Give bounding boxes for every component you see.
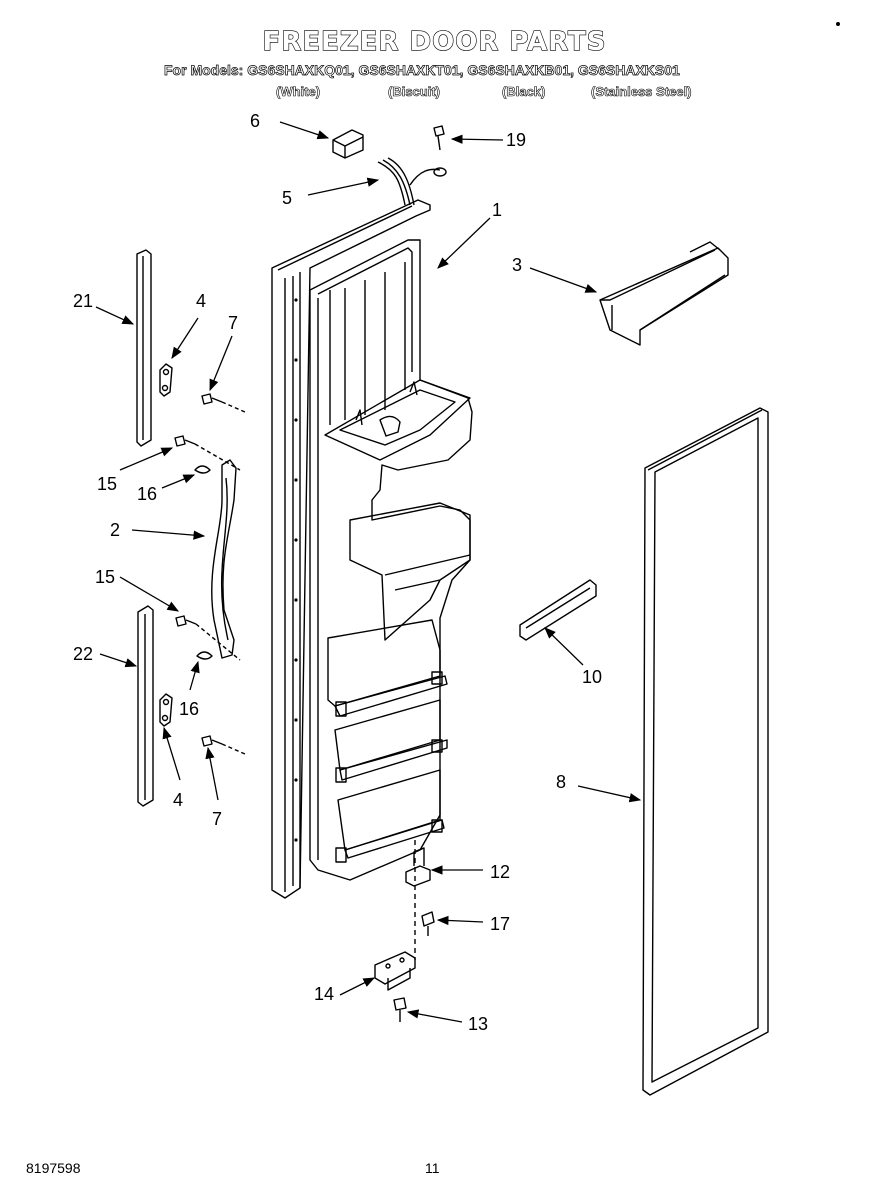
callout-10: 10 — [582, 667, 602, 687]
models-line: For Models: GS6SHAXKQ01, GS6SHAXKT01, GS… — [164, 62, 681, 79]
callout-16-upper: 16 — [137, 484, 157, 504]
page-number: 11 — [425, 1160, 440, 1176]
callout-4-lower: 4 — [173, 790, 183, 810]
callout-15-lower: 15 — [95, 567, 115, 587]
callout-7-lower: 7 — [212, 809, 222, 829]
document-number: 8197598 — [26, 1160, 81, 1176]
callout-6: 6 — [250, 111, 260, 131]
screw-15-upper — [174, 435, 241, 471]
callout-5: 5 — [282, 188, 292, 208]
finish-biscuit: (Biscuit) — [388, 84, 441, 100]
door-handle — [211, 459, 237, 659]
callout-8: 8 — [556, 772, 566, 792]
callout-2: 2 — [110, 520, 120, 540]
callout-19: 19 — [506, 130, 526, 150]
callout-12: 12 — [490, 862, 510, 882]
screw-13 — [393, 997, 407, 1022]
handle-trim-upper — [136, 249, 152, 447]
clip-lower — [159, 693, 173, 727]
wire-connector — [332, 129, 364, 159]
corner-mark — [836, 22, 840, 26]
screw-19 — [433, 125, 445, 151]
cap-16-upper — [194, 465, 211, 474]
door-gasket — [642, 407, 769, 1096]
leader-lines — [95, 121, 642, 1023]
callout-17: 17 — [490, 914, 510, 934]
callout-3: 3 — [512, 255, 522, 275]
dispenser-bin — [599, 241, 729, 346]
screw-7-lower — [201, 735, 246, 755]
screw-7-upper — [201, 393, 246, 413]
handle-trim-lower — [137, 605, 154, 807]
door-panel — [271, 199, 473, 899]
hinge-bracket — [374, 951, 416, 991]
callout-21: 21 — [73, 291, 93, 311]
callout-15-upper: 15 — [97, 474, 117, 494]
callout-16-lower: 16 — [179, 699, 199, 719]
callout-1: 1 — [492, 200, 502, 220]
callout-labels: 6 19 5 1 3 21 4 7 15 16 2 15 22 16 4 7 1… — [73, 111, 602, 1034]
screw-17 — [421, 911, 435, 936]
finish-white: (White) — [276, 84, 321, 100]
callout-14: 14 — [314, 984, 334, 1004]
callout-4-upper: 4 — [196, 291, 206, 311]
cap-16-lower — [196, 651, 213, 660]
wire-harness — [377, 157, 447, 206]
callout-7-upper: 7 — [228, 313, 238, 333]
finish-stainless-steel: (Stainless Steel) — [591, 84, 692, 100]
callout-13: 13 — [468, 1014, 488, 1034]
finish-black: (Black) — [502, 84, 546, 100]
callout-22: 22 — [73, 644, 93, 664]
trim-strip — [519, 579, 597, 641]
clip-upper — [159, 363, 173, 397]
page-title: FREEZER DOOR PARTS — [262, 26, 607, 57]
